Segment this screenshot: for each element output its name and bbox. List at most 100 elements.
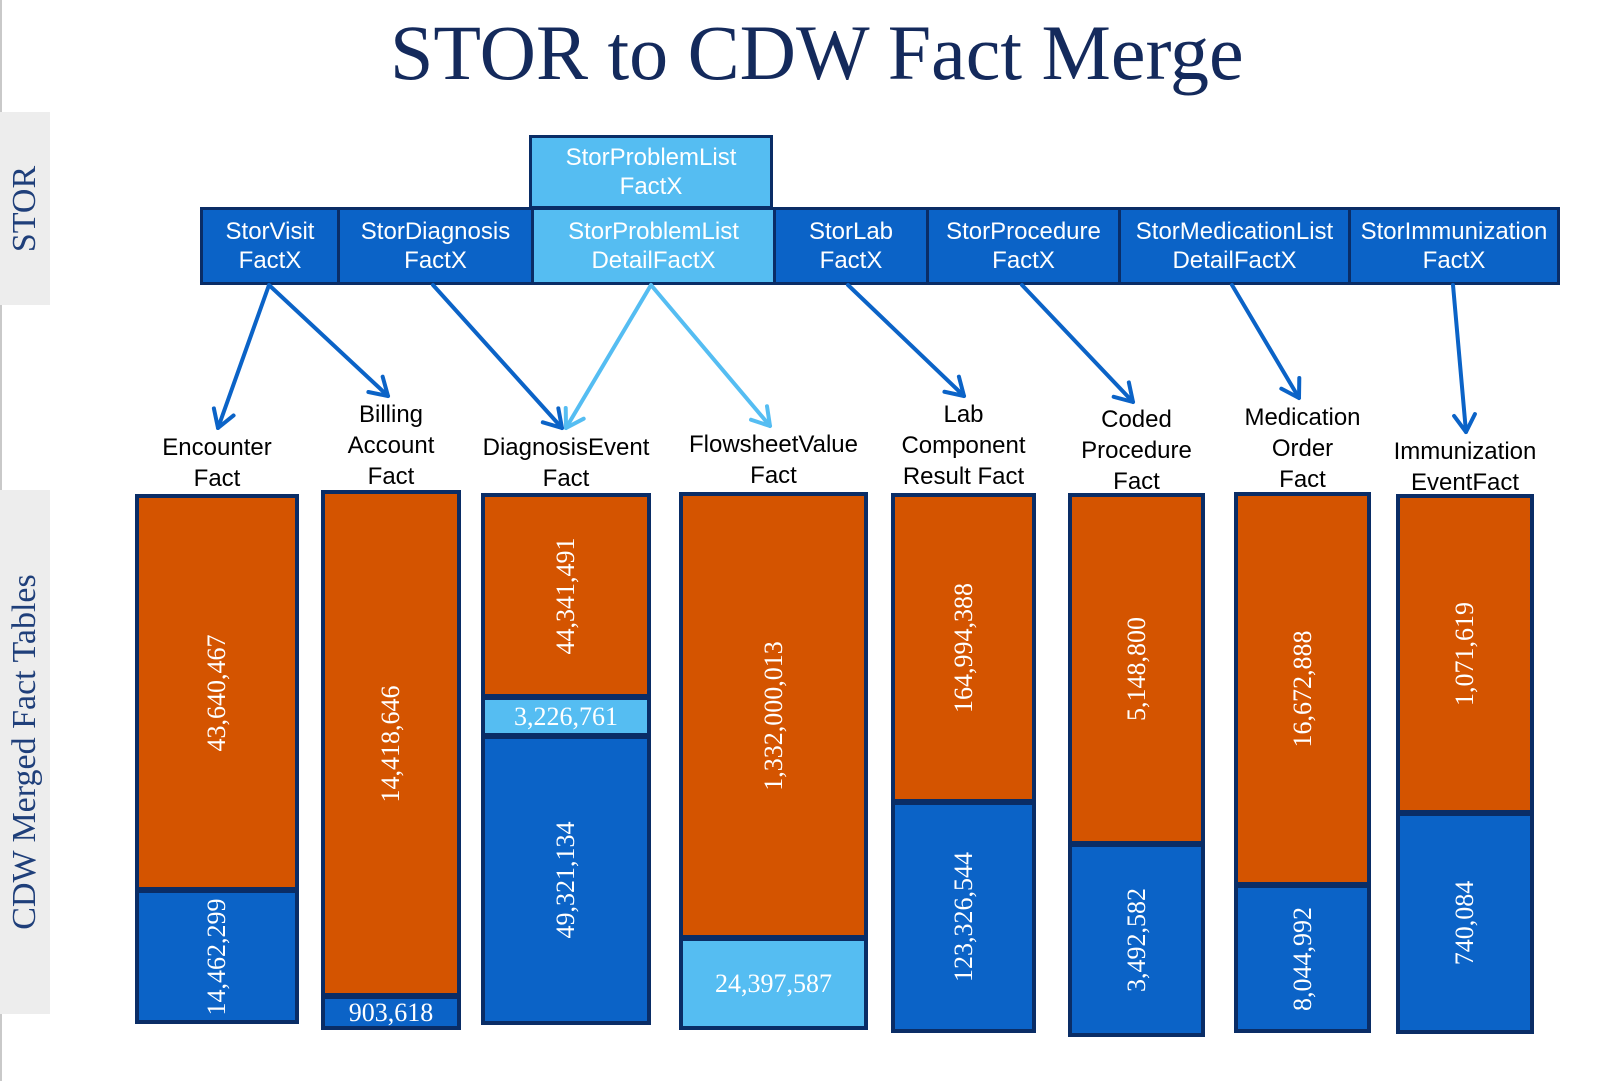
stor-table-label: StorProcedure <box>946 218 1101 245</box>
stor-table-label: StorProblemList <box>568 218 739 245</box>
row-count-value: 740,084 <box>1450 880 1479 966</box>
arrow-medication-to-medication-order <box>1230 283 1302 400</box>
stor-table-label: FactX <box>238 247 302 274</box>
row-count-value: 5,148,800 <box>1121 617 1151 721</box>
cdw-table-label-line: Account <box>347 432 435 459</box>
cdw-table-label-line: Fact <box>750 462 797 489</box>
stor-table-label: StorImmunization <box>1360 218 1548 245</box>
stor-table-label: StorDiagnosis <box>360 218 511 245</box>
cdw-side-band: CDW Merged Fact Tables <box>0 490 50 1014</box>
page-title: STOR to CDW Fact Merge <box>390 9 1244 96</box>
cdw-table-label-line: Billing <box>358 401 424 428</box>
arrow-immunization-to-immunization-event <box>1451 283 1477 434</box>
row-count-value: 44,341,491 <box>551 537 580 654</box>
arrow-problem-detail-to-flowsheet <box>649 283 772 428</box>
cdw-segment-blue: 8,044,992 <box>1238 888 1367 1029</box>
cdw-segment-orange: 43,640,467 <box>139 498 295 887</box>
row-count-value: 164,994,388 <box>948 583 978 713</box>
row-count-value: 16,672,888 <box>1287 630 1317 748</box>
stor-table-label: FactX <box>619 173 683 200</box>
row-count-value: 49,321,134 <box>551 821 580 939</box>
arrow-diagnosis-to-diagnosis-event <box>431 283 564 430</box>
cdw-segment-light: 24,397,587 <box>683 941 864 1026</box>
arrow-problem-detail-to-diagnosis-event <box>563 283 653 430</box>
stor-table-label: StorVisit <box>225 218 315 245</box>
row-count-value: 43,640,467 <box>202 634 231 751</box>
stor-table-label: FactX <box>819 247 883 274</box>
cdw-table-label-line: Result Fact <box>902 463 1025 490</box>
stor-table-label: StorLab <box>808 218 894 245</box>
row-count-value: 14,462,299 <box>202 898 231 1015</box>
cdw-table-label-line: Coded <box>1101 406 1172 433</box>
cdw-table-label-line: Fact <box>193 465 241 492</box>
row-count-value: 1,332,000,013 <box>758 640 788 791</box>
cdw-table-bar: 43,640,467 14,462,299 <box>135 494 299 1024</box>
cdw-table-label-line: EventFact <box>1410 469 1520 496</box>
cdw-table-label-line: Fact <box>367 463 415 490</box>
stor-table-label: DetailFactX <box>591 247 716 274</box>
arrow-visit-to-encounter <box>211 283 271 430</box>
cdw-table-label-line: Lab <box>943 401 984 428</box>
cdw-table-label-line: Fact <box>1279 466 1326 493</box>
arrow-procedure-to-coded-procedure <box>1020 283 1135 404</box>
stor-table-label: FactX <box>992 247 1055 274</box>
cdw-table-bar: 1,332,000,013 24,397,587 <box>679 492 868 1030</box>
cdw-table-label-line: Immunization <box>1393 438 1537 465</box>
cdw-segment-blue: 123,326,544 <box>895 805 1032 1029</box>
cdw-table-bar: 164,994,388 123,326,544 <box>891 493 1036 1033</box>
row-count-value: 3,492,582 <box>1121 888 1151 992</box>
cdw-table-bar: 1,071,619 740,084 <box>1396 494 1534 1034</box>
cdw-segment-blue: 903,618 <box>325 999 457 1026</box>
row-count-value: 24,397,587 <box>715 968 832 998</box>
stor-table-label: StorMedicationList <box>1135 218 1334 245</box>
cdw-segment-blue: 14,462,299 <box>139 893 295 1020</box>
cdw-table-label-line: Procedure <box>1081 437 1192 464</box>
row-count-value: 1,071,619 <box>1450 602 1479 706</box>
cdw-segment-orange: 16,672,888 <box>1238 496 1367 882</box>
cdw-segment-light: 3,226,761 <box>485 700 647 733</box>
stor-side-band: STOR <box>0 112 50 305</box>
cdw-segment-orange: 5,148,800 <box>1072 497 1201 841</box>
cdw-table-label-line: Fact <box>1113 468 1160 495</box>
cdw-segment-orange: 1,332,000,013 <box>683 496 864 935</box>
cdw-table-label-line: Component <box>901 432 1026 459</box>
cdw-segment-orange: 1,071,619 <box>1400 498 1530 810</box>
cdw-table-label-line: FlowsheetValue <box>689 431 858 458</box>
arrow-lab-to-lab-component <box>846 283 966 398</box>
cdw-segment-blue: 49,321,134 <box>485 739 647 1021</box>
stor-table-label: DetailFactX <box>1172 247 1297 274</box>
cdw-table-bar: 16,672,888 8,044,992 <box>1234 492 1371 1033</box>
cdw-table-bar: 44,341,491 3,226,761 49,321,134 <box>481 493 651 1025</box>
cdw-segment-blue: 3,492,582 <box>1072 847 1201 1033</box>
row-count-value: 903,618 <box>348 999 434 1026</box>
cdw-table-label-line: Encounter <box>162 434 272 461</box>
row-count-value: 3,226,761 <box>514 701 618 731</box>
cdw-table-label-line: DiagnosisEvent <box>482 434 650 461</box>
arrow-visit-to-billing <box>267 283 390 398</box>
stor-table-label: StorProblemList <box>565 144 737 171</box>
cdw-segment-orange: 164,994,388 <box>895 497 1032 799</box>
cdw-segment-blue: 740,084 <box>1400 816 1530 1030</box>
row-count-value: 8,044,992 <box>1287 906 1317 1011</box>
cdw-table-bar: 14,418,646 903,618 <box>321 490 461 1030</box>
stor-table-label: FactX <box>404 247 467 274</box>
cdw-table-label-line: Medication <box>1244 404 1361 431</box>
cdw-segment-orange: 14,418,646 <box>325 494 457 993</box>
row-count-value: 123,326,544 <box>948 852 978 982</box>
stor-table-label: FactX <box>1422 247 1486 274</box>
cdw-table-label-line: Order <box>1271 435 1334 462</box>
